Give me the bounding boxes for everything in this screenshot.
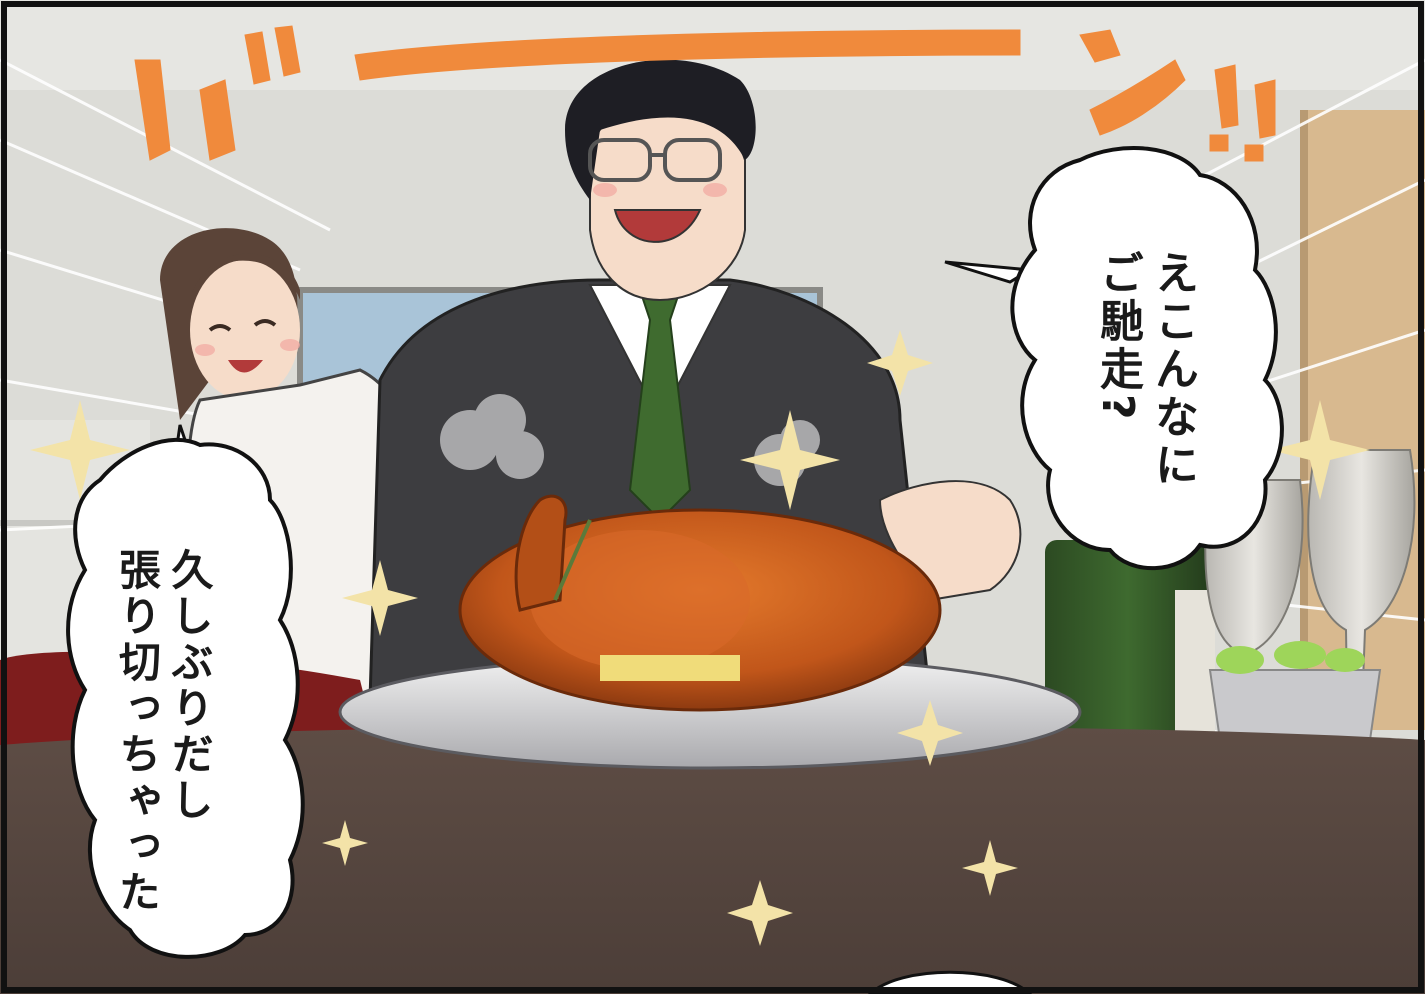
- woman-figure: [160, 228, 414, 702]
- salad-bowl: [1208, 669, 1382, 741]
- sound-effect: [134, 25, 1276, 162]
- speech-woman-line-1: 久しぶりだし: [165, 548, 214, 824]
- wine-bottle: [1045, 540, 1210, 770]
- salad: [1216, 641, 1365, 674]
- speech-bubble-man: [944, 146, 1284, 571]
- speech-man-line-2: ご馳走?: [1092, 250, 1143, 424]
- table: [0, 725, 1425, 994]
- speech-bubble-woman: [66, 424, 305, 959]
- sparkles: [30, 330, 1370, 946]
- speech-man-line-1: えこんなに: [1147, 250, 1198, 490]
- speech-man-text: えこんなに ご馳走?: [1090, 250, 1200, 490]
- speech-woman-line-2: 張り切っちゃった: [112, 548, 162, 916]
- speech-woman-text: 久しぶりだし 張り切っちゃった: [110, 548, 215, 916]
- roast-turkey: [458, 494, 942, 712]
